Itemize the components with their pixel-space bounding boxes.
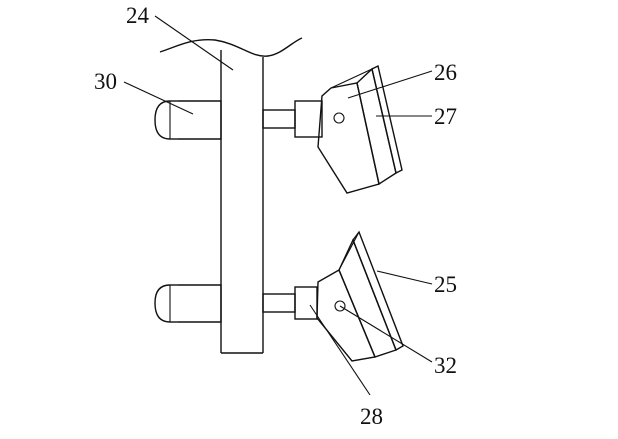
label-27: 27 <box>434 104 457 129</box>
main-column <box>220 50 264 354</box>
label-32: 32 <box>434 353 457 378</box>
label-28: 28 <box>360 404 383 429</box>
lower-knob <box>154 284 222 323</box>
label-30: 30 <box>94 69 117 94</box>
label-26: 26 <box>434 60 457 85</box>
upper-holder <box>317 64 403 194</box>
lower-rod <box>262 286 318 320</box>
upper-knob <box>154 100 222 140</box>
leader-lines <box>123 15 433 396</box>
break-line <box>159 37 303 57</box>
label-25: 25 <box>434 272 457 297</box>
lower-pivot-pin <box>334 300 346 312</box>
label-24: 24 <box>126 3 150 28</box>
lower-holder <box>316 230 404 362</box>
upper-pivot-pin <box>333 112 345 124</box>
upper-rod <box>262 100 323 138</box>
